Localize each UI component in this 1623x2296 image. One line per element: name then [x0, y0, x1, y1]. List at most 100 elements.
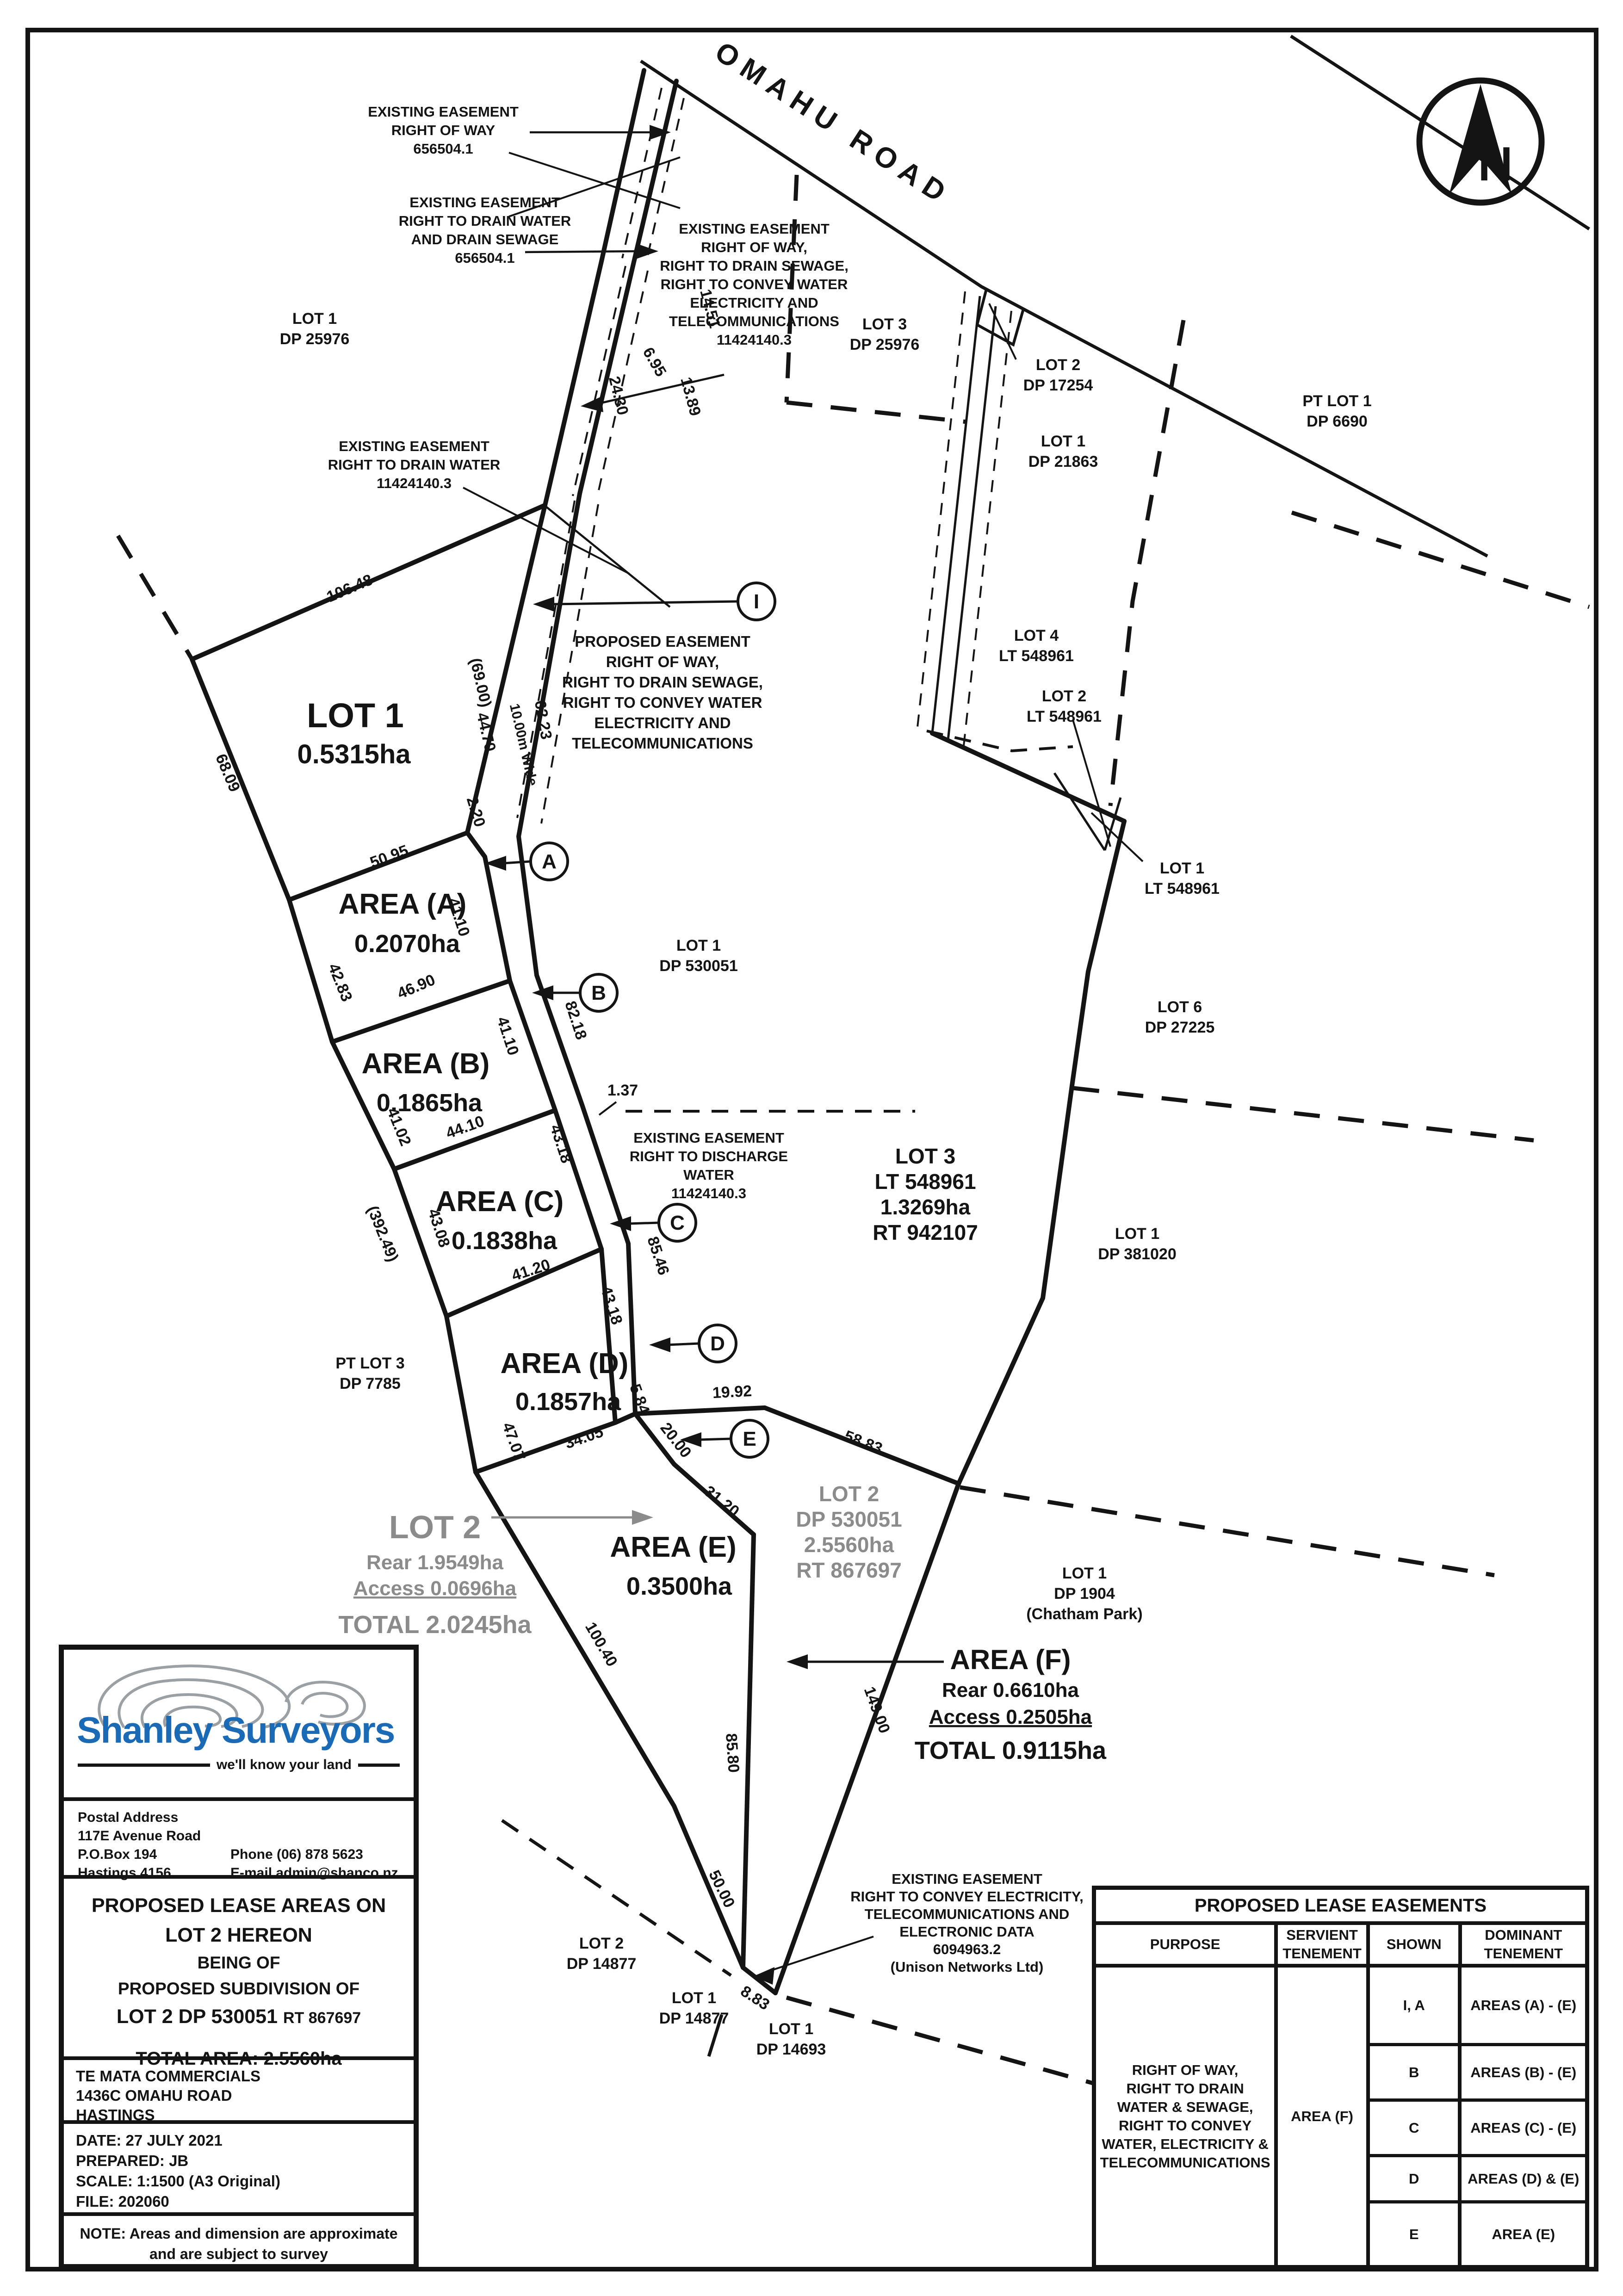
label-area-a: AREA (A) — [339, 888, 467, 920]
tagline-bar-left — [78, 1763, 210, 1767]
dimension-42.83: 42.83 — [325, 961, 356, 1004]
label-omahu-road: OMAHU ROAD — [709, 36, 957, 212]
label-area-c-value: 0.1838ha — [452, 1227, 558, 1255]
address-line-1: 117E Avenue Road — [78, 1828, 201, 1844]
north-letter: N — [1478, 137, 1512, 191]
shown-cell: C — [1370, 2102, 1462, 2154]
shown-cell: I, A — [1370, 1968, 1462, 2043]
contour-logo-icon — [98, 1665, 366, 1729]
table-row: D AREAS (D) & (E) — [1369, 2157, 1585, 2203]
note-section: NOTE: Areas and dimension are approximat… — [64, 2212, 414, 2264]
dominant-cell: AREAS (D) & (E) — [1468, 2170, 1580, 2187]
dimension-(392.49): (392.49) — [364, 1203, 402, 1264]
header-shown: SHOWN — [1370, 1925, 1462, 1964]
label-area-a-value: 0.2070ha — [354, 930, 460, 958]
road-lines — [640, 35, 1590, 558]
postal-heading: Postal Address — [78, 1810, 179, 1826]
label-area-b-value: 0.1865ha — [377, 1089, 483, 1117]
marker-C: C — [610, 1203, 697, 1243]
svg-text:B: B — [591, 982, 606, 1004]
dimension-6.95: 6.95 — [639, 344, 670, 379]
table-row: B AREAS (B) - (E) — [1369, 2046, 1585, 2102]
easement-dashes — [516, 87, 1012, 824]
marker-I: I — [533, 582, 776, 621]
brand-name: Shanley Surveyors — [77, 1709, 395, 1751]
dimension-46.90: 46.90 — [395, 971, 438, 1003]
dimension-43.18: 43.18 — [597, 1284, 626, 1327]
leader-lines — [463, 152, 1144, 1974]
servient-cell: AREA (F) — [1278, 1968, 1370, 2265]
title-block: Shanley Surveyors we'll know your land P… — [59, 1645, 419, 2269]
shown-cell: B — [1370, 2046, 1462, 2098]
easements-table-title: PROPOSED LEASE EASEMENTS — [1096, 1890, 1585, 1925]
marker-A: A — [485, 842, 569, 881]
brand-tagline: we'll know your land — [216, 1757, 352, 1772]
label-area-e: AREA (E) — [610, 1531, 736, 1563]
label-lot2-gray-name: LOT 2 — [389, 1509, 481, 1545]
label-area-d-value: 0.1857ha — [515, 1388, 621, 1416]
parcel-boundaries — [190, 68, 1127, 1995]
label-area-f-rear: Rear 0.6610ha — [942, 1679, 1079, 1702]
dominant-cell: AREAS (A) - (E) — [1470, 1997, 1577, 2013]
lease-area-markers: I A B C D E — [485, 582, 776, 1459]
drawing-title-section: PROPOSED LEASE AREAS ON LOT 2 HEREON BEI… — [64, 1875, 414, 2069]
page-border — [25, 28, 1598, 2271]
dimension-34.05: 34.05 — [563, 1423, 606, 1453]
north-arrow-icon — [1416, 77, 1545, 206]
address-line-2: P.O.Box 194 — [78, 1847, 157, 1863]
meta-section: DATE: 27 JULY 2021 PREPARED: JB SCALE: 1… — [64, 2120, 414, 2212]
dimension-149.00: 149.00 — [861, 1684, 893, 1736]
dimension-106.48: 106.48 — [324, 571, 375, 606]
address-section: Postal Address 117E Avenue Road P.O.Box … — [64, 1797, 414, 1881]
dimension-19.92: 19.92 — [712, 1382, 752, 1402]
label-area-f-total: TOTAL 0.9115ha — [915, 1737, 1107, 1764]
marker-D: D — [649, 1324, 737, 1363]
dimension-58.83: 58.83 — [842, 1427, 885, 1458]
dimension-50.95: 50.95 — [368, 842, 411, 872]
client-line-1: TE MATA COMMERCIALS — [76, 2067, 261, 2085]
label-lot1-name: LOT 1 — [307, 696, 404, 735]
dimension-2.20: 2.20 — [463, 795, 489, 829]
header-servient: SERVIENT TENEMENT — [1278, 1925, 1370, 1964]
proposed-lease-easements-table: PROPOSED LEASE EASEMENTS PURPOSE SERVIEN… — [1092, 1886, 1589, 2269]
header-dominant: DOMINANT TENEMENT — [1484, 1927, 1563, 1962]
dimension-41.10: 41.10 — [493, 1015, 522, 1058]
purpose-cell: RIGHT OF WAY, RIGHT TO DRAIN WATER & SEW… — [1096, 1968, 1278, 2265]
prepared-by: PREPARED: JB — [76, 2152, 189, 2170]
dimension-13.89: 13.89 — [677, 375, 704, 418]
marker-E: E — [680, 1419, 769, 1459]
dashed-medium — [626, 730, 1073, 1113]
dominant-cell: AREAS (B) - (E) — [1470, 2064, 1577, 2080]
title-line-4: PROPOSED SUBDIVISION OF — [118, 1979, 360, 1999]
file-number: FILE: 202060 — [76, 2193, 169, 2210]
label-lot2-gray-rear: Rear 1.9549ha — [366, 1551, 504, 1574]
table-row: E AREA (E) — [1370, 2203, 1585, 2265]
title-rt-ref: RT 867697 — [283, 2009, 361, 2027]
client-section: TE MATA COMMERCIALS 1436C OMAHU ROAD HAS… — [64, 2056, 414, 2123]
label-lot2-gray-access: Access 0.0696ha — [353, 1577, 517, 1600]
table-row: C AREAS (C) - (E) — [1369, 2102, 1585, 2157]
shown-cell: D — [1370, 2157, 1462, 2200]
note-line-1: NOTE: Areas and dimension are approximat… — [80, 2225, 398, 2242]
svg-text:C: C — [670, 1212, 685, 1234]
dimension-43.18: 43.18 — [546, 1122, 575, 1165]
